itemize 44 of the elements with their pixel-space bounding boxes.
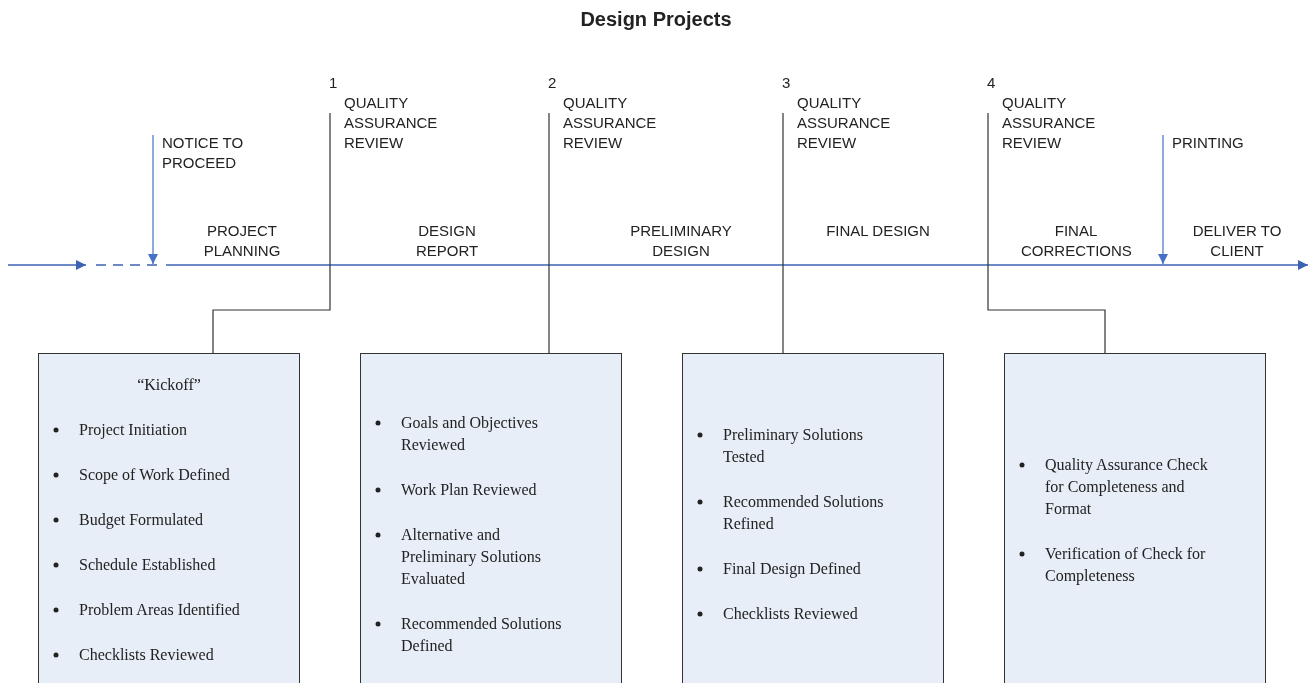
milestone-label: QUALITY ASSURANCE REVIEW [1002, 93, 1097, 153]
phase-label: FINAL CORRECTIONS [1021, 221, 1131, 261]
phase-label: PRELIMINARY DESIGN [629, 221, 733, 261]
bullet-item: Preliminary Solutions Tested [723, 426, 863, 465]
pointer-arrow [1158, 134, 1168, 265]
event-label: PRINTING [1172, 133, 1245, 153]
phase-label: FINAL DESIGN [825, 221, 931, 241]
connector-line [212, 112, 331, 354]
bullet-item: Budget Formulated [79, 511, 203, 528]
milestone-number: 3 [782, 73, 791, 93]
box-heading: “Kickoff” [136, 375, 202, 395]
bullet-item: Checklists Reviewed [79, 646, 214, 663]
bullet-item: Scope of Work Defined [79, 466, 230, 483]
connector-line [548, 112, 550, 354]
bullet-item: Goals and Objectives Reviewed [401, 414, 538, 453]
event-label: NOTICE TO PROCEED [162, 133, 245, 173]
milestone-number: 4 [987, 73, 996, 93]
bullet-item: Work Plan Reviewed [401, 481, 537, 498]
bullet-item: Project Initiation [79, 421, 187, 438]
bullet-item: Alternative and Preliminary Solutions Evaluated [401, 526, 541, 587]
milestone-label: QUALITY ASSURANCE REVIEW [797, 93, 892, 153]
bullet-item: Final Design Defined [723, 560, 861, 577]
task-box [1004, 353, 1266, 683]
task-box [38, 353, 300, 683]
bullet-item: Recommended Solutions Defined [401, 615, 562, 654]
milestone-label: QUALITY ASSURANCE REVIEW [563, 93, 658, 153]
connector-line [987, 112, 1106, 354]
task-box [682, 353, 944, 683]
task-box [360, 353, 622, 683]
phase-label: DELIVER TO CLIENT [1191, 221, 1283, 261]
bullet-item: Checklists Reviewed [723, 605, 858, 622]
pointer-arrow [148, 134, 158, 265]
phase-label: DESIGN REPORT [414, 221, 480, 261]
bullet-item: Verification of Check for Completeness [1045, 545, 1206, 584]
bullet-item: Problem Areas Identified [79, 601, 240, 618]
phase-label: PROJECT PLANNING [202, 221, 282, 261]
milestone-label: QUALITY ASSURANCE REVIEW [344, 93, 439, 153]
diagram-title: Design Projects [579, 8, 733, 31]
bullet-item: Recommended Solutions Refined [723, 493, 884, 532]
bullet-item: Schedule Established [79, 556, 216, 573]
connector-line [782, 112, 784, 354]
milestone-number: 1 [329, 73, 338, 93]
milestone-number: 2 [548, 73, 557, 93]
bullet-item: Quality Assurance Check for Completeness and Format [1045, 456, 1208, 517]
